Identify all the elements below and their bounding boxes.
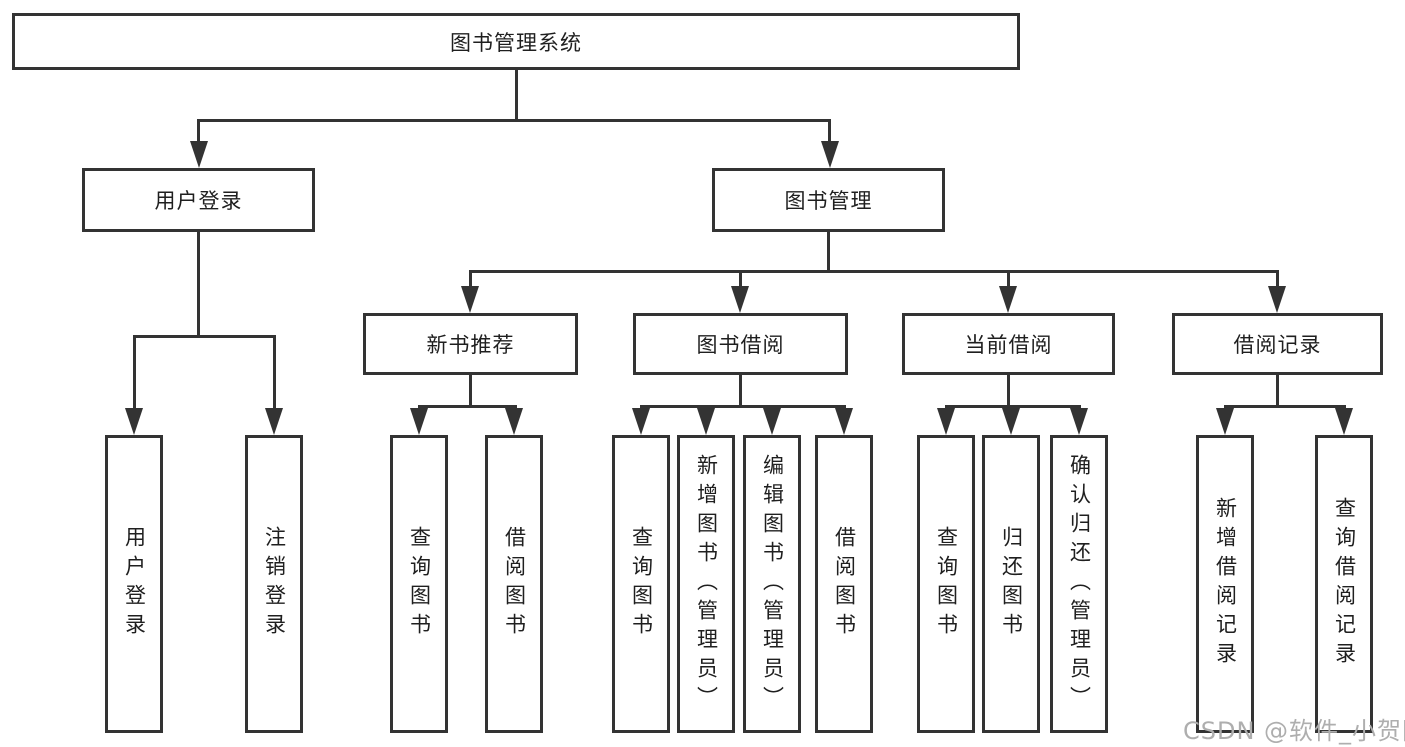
leaf-borrow-books-recommend: 借阅图书 [485, 435, 543, 733]
connector-bookmgmt-stub [827, 232, 830, 272]
connector-stem [273, 335, 276, 411]
leaf-logout: 注销登录 [245, 435, 303, 733]
leaf-label: 借阅图书 [832, 526, 857, 642]
leaf-label: 编辑图书（管理员） [760, 453, 785, 715]
leaf-edit-books-admin: 编辑图书（管理员） [743, 435, 801, 733]
leaf-query-borrow-record: 查询借阅记录 [1315, 435, 1373, 733]
arrowhead-down-icon [461, 286, 479, 313]
connector-stem [469, 270, 472, 292]
node-book-borrow: 图书借阅 [633, 313, 848, 375]
leaf-borrow-books: 借阅图书 [815, 435, 873, 733]
leaf-confirm-return-admin: 确认归还（管理员） [1050, 435, 1108, 733]
arrowhead-down-icon [835, 408, 853, 435]
leaf-user-login: 用户登录 [105, 435, 163, 733]
arrowhead-down-icon [999, 286, 1017, 313]
connector-newbooks-bar [418, 405, 517, 408]
leaf-add-borrow-record: 新增借阅记录 [1196, 435, 1254, 733]
arrowhead-down-icon [763, 408, 781, 435]
arrowhead-down-icon [190, 141, 208, 168]
connector-currentborrow-bar [945, 405, 1081, 408]
node-borrow-records: 借阅记录 [1172, 313, 1383, 375]
connector-stem [828, 119, 831, 145]
connector-bookborrow-bar [640, 405, 846, 408]
leaf-add-books-admin: 新增图书（管理员） [677, 435, 735, 733]
leaf-label: 查询图书 [629, 526, 654, 642]
node-new-book-recommend: 新书推荐 [363, 313, 578, 375]
arrowhead-down-icon [125, 408, 143, 435]
leaf-label: 确认归还（管理员） [1067, 453, 1092, 715]
connector-stem [197, 119, 200, 145]
leaf-label: 新增借阅记录 [1213, 497, 1238, 671]
connector-borrowrecords-stub [1276, 375, 1279, 407]
arrowhead-down-icon [1070, 408, 1088, 435]
connector-borrowrecords-bar [1224, 405, 1346, 408]
connector-stem [1007, 270, 1010, 292]
arrowhead-down-icon [410, 408, 428, 435]
node-book-management: 图书管理 [712, 168, 945, 232]
arrowhead-down-icon [697, 408, 715, 435]
arrowhead-down-icon [937, 408, 955, 435]
csdn-watermark: CSDN @软件_小贺同学 [1183, 717, 1405, 745]
arrowhead-down-icon [1216, 408, 1234, 435]
connector-currentborrow-stub [1007, 375, 1010, 407]
connector-userlogin-stub [197, 232, 200, 337]
leaf-label: 新增图书（管理员） [694, 453, 719, 715]
connector-stem [133, 335, 136, 411]
node-current-borrow: 当前借阅 [902, 313, 1115, 375]
arrowhead-down-icon [731, 286, 749, 313]
node-user-login: 用户登录 [82, 168, 315, 232]
arrowhead-down-icon [1268, 286, 1286, 313]
leaf-label: 注销登录 [262, 526, 287, 642]
arrowhead-down-icon [265, 408, 283, 435]
connector-userlogin-bar [133, 335, 276, 338]
leaf-label: 查询图书 [407, 526, 432, 642]
leaf-label: 查询图书 [934, 526, 959, 642]
leaf-label: 归还图书 [999, 526, 1024, 642]
connector-root-stub [515, 70, 518, 121]
leaf-return-books: 归还图书 [982, 435, 1040, 733]
leaf-label: 借阅图书 [502, 526, 527, 642]
connector-root-bar [197, 119, 831, 122]
leaf-query-books-recommend: 查询图书 [390, 435, 448, 733]
connector-stem [739, 270, 742, 292]
leaf-label: 用户登录 [122, 526, 147, 642]
arrowhead-down-icon [1335, 408, 1353, 435]
arrowhead-down-icon [505, 408, 523, 435]
node-root-library-system: 图书管理系统 [12, 13, 1020, 70]
leaf-query-books-borrow: 查询图书 [612, 435, 670, 733]
connector-newbooks-stub [469, 375, 472, 407]
leaf-query-books-current: 查询图书 [917, 435, 975, 733]
connector-stem [1276, 270, 1279, 292]
connector-bookborrow-stub [739, 375, 742, 407]
arrowhead-down-icon [632, 408, 650, 435]
connector-bookmgmt-bar [469, 270, 1279, 273]
arrowhead-down-icon [821, 141, 839, 168]
leaf-label: 查询借阅记录 [1332, 497, 1357, 671]
arrowhead-down-icon [1002, 408, 1020, 435]
